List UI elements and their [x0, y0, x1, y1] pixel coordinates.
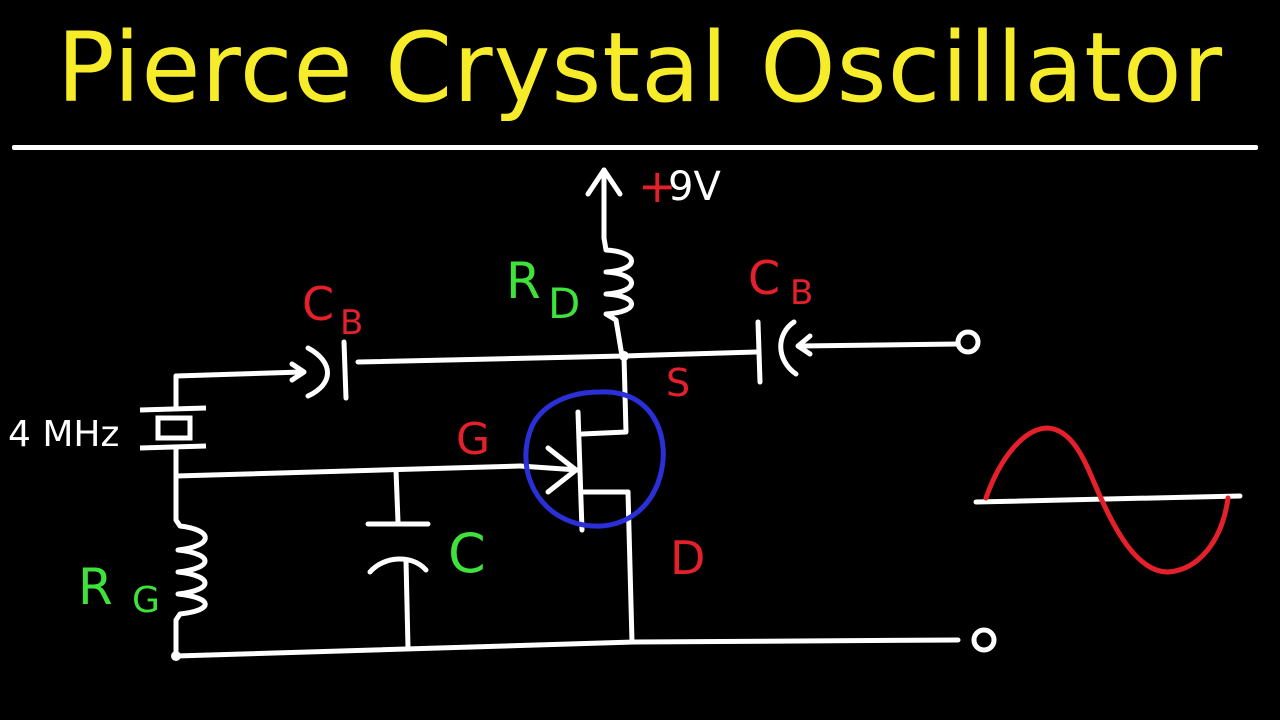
supply-sign: + — [638, 159, 677, 213]
left-cap-curved-plate — [305, 345, 330, 399]
crystal-body — [155, 415, 193, 441]
gate-resistor — [173, 473, 208, 659]
capacitor-label: C — [448, 522, 486, 585]
drain-resistor — [601, 235, 634, 359]
rg-label: R — [78, 558, 113, 616]
page-title: Pierce Crystal Oscillator — [56, 12, 1224, 124]
cb-left-label: C — [302, 277, 334, 331]
cap-c-lead-top — [393, 467, 401, 525]
cap-c-curved-plate — [367, 556, 429, 575]
waveform-axis — [973, 493, 1243, 505]
output-wire-top — [797, 341, 961, 349]
left-cap-arrow — [289, 361, 307, 383]
output-terminal-top — [955, 329, 981, 355]
cb-right-label-sub: B — [790, 273, 813, 313]
jfet-gate-arrow — [517, 463, 581, 473]
top-wire — [355, 349, 759, 365]
gate-label: G — [456, 414, 490, 465]
right-cap-curved-plate — [778, 319, 799, 377]
left-cap-straight-plate — [341, 339, 349, 401]
source-label: S — [666, 361, 690, 405]
node-dots — [171, 351, 629, 661]
output-terminal-bottom — [971, 627, 997, 653]
jfet-gate-arrowhead — [545, 445, 579, 495]
gate-wire — [173, 463, 523, 479]
title-divider — [12, 145, 1258, 150]
crystal-frequency-label: 4 MHz — [8, 414, 119, 455]
bottom-wire — [173, 637, 961, 659]
rd-label: R — [506, 252, 541, 310]
rd-label-sub: D — [548, 279, 580, 328]
crystal-plate-top — [139, 405, 207, 413]
left-cap-wire — [173, 369, 305, 409]
crystal-symbol — [139, 405, 207, 451]
cb-right-label: C — [748, 251, 780, 305]
node-dot-ground — [171, 651, 181, 661]
labels: + 9V R D C B C B 4 MHz G S D C R G — [8, 159, 813, 621]
jfet-source-stub — [579, 353, 629, 437]
crystal-plate-bottom — [139, 443, 207, 451]
rg-label-sub: G — [132, 580, 160, 621]
supply-value: 9V — [668, 164, 721, 210]
circuit-wires — [173, 167, 1243, 659]
right-cap-straight-plate — [755, 319, 763, 385]
sine-waveform — [983, 425, 1231, 575]
cb-left-label-sub: B — [340, 303, 363, 343]
drain-label: D — [670, 531, 705, 585]
jfet-circle — [523, 389, 666, 529]
node-dot-drain — [619, 351, 629, 361]
supply-arrowhead — [585, 167, 623, 197]
cap-c-lead-bottom — [403, 557, 411, 651]
right-cap-arrow — [795, 333, 813, 357]
